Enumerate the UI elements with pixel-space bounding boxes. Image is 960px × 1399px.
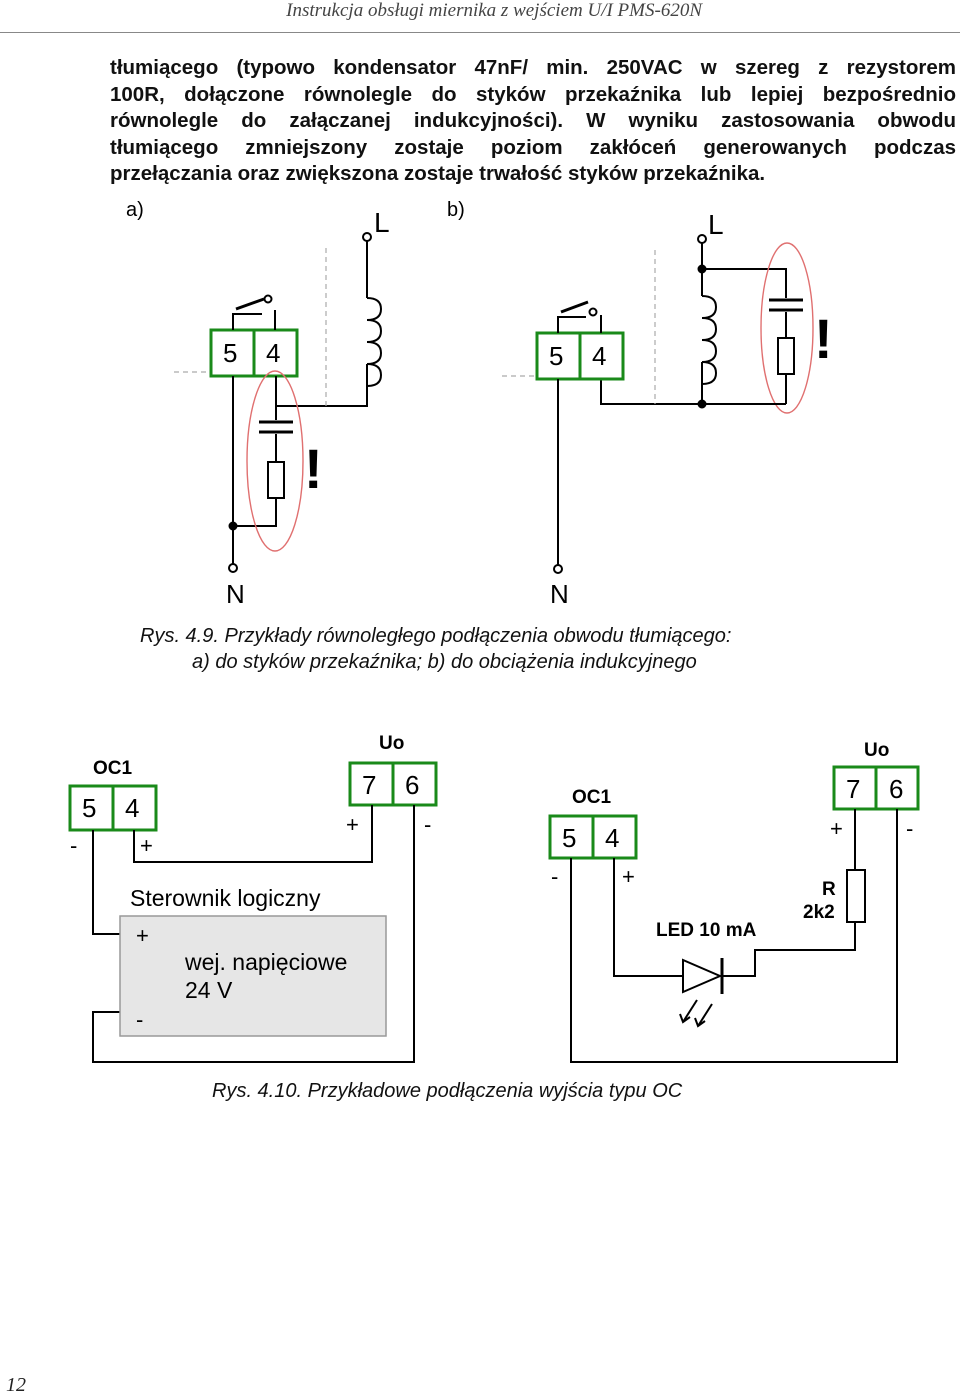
plc-plus: +	[136, 923, 149, 948]
plc-box	[119, 915, 387, 1037]
warning-icon: !	[304, 437, 323, 500]
label-a: a)	[126, 199, 144, 221]
paragraph-line: przełączania oraz zwiększona zostaje trw…	[110, 162, 766, 186]
terminal-7-left: 7	[362, 770, 376, 800]
wire	[722, 922, 856, 977]
header-rule	[0, 32, 960, 33]
terminal-4-left: 4	[125, 793, 139, 823]
wire	[557, 316, 586, 333]
terminal-5-right: 5	[562, 823, 576, 853]
wire	[613, 858, 683, 977]
label-N-b: N	[550, 579, 569, 609]
figure-4-9-caption-line1: Rys. 4.9. Przykłady równoległego podłącz…	[140, 625, 732, 647]
wire	[92, 830, 120, 935]
warning-icon: !	[814, 307, 833, 370]
label-N-a: N	[226, 579, 245, 609]
terminal-6-right: 6	[889, 774, 903, 804]
coil-inductor-a	[366, 297, 383, 387]
plc-title: Sterownik logiczny	[130, 885, 321, 911]
oc1-label-right: OC1	[572, 787, 612, 808]
wire	[233, 498, 277, 527]
terminal-4-b: 4	[592, 341, 606, 371]
plus-sign: +	[830, 816, 843, 841]
paragraph-line: tłumiącego zmniejszony zostaje poziom za…	[110, 135, 956, 159]
wire	[600, 378, 786, 405]
snubber-highlight-b	[760, 242, 814, 414]
wire	[92, 805, 415, 1063]
header-title: Instrukcja obsługi miernika z wejściem U…	[286, 0, 702, 21]
figure-4-9-caption-line2: a) do styków przekaźnika; b) do obciążen…	[192, 651, 697, 673]
label-L-a: L	[374, 207, 390, 238]
minus-sign: -	[70, 833, 77, 858]
led-light-arrow	[682, 999, 698, 1023]
plc-minus: -	[136, 1007, 143, 1032]
figure-4-10-caption: Rys. 4.10. Przykładowe podłączenia wyjśc…	[212, 1080, 683, 1102]
plus-sign: +	[346, 812, 359, 837]
led-diode-icon	[682, 958, 723, 994]
uo-label-right: Uo	[864, 740, 889, 761]
plc-input-line1: wej. napięciowe	[184, 949, 347, 975]
minus-sign: -	[424, 812, 431, 837]
wire	[702, 268, 787, 298]
terminal-7-right: 7	[846, 774, 860, 804]
terminal-4-a: 4	[266, 338, 280, 368]
label-L-b: L	[708, 209, 724, 240]
terminal-5-left: 5	[82, 793, 96, 823]
body-paragraph: tłumiącego (typowo kondensator 47nF/ min…	[110, 55, 956, 188]
plus-sign: +	[140, 833, 153, 858]
terminal-6-left: 6	[405, 770, 419, 800]
terminal-5-b: 5	[549, 341, 563, 371]
resistor-label: R	[822, 879, 836, 900]
label-b: b)	[447, 199, 465, 221]
resistor-value: 2k2	[803, 902, 835, 923]
paragraph-line: równolegle do załączanej indukcyjności).…	[110, 109, 956, 133]
relay-contact-b	[560, 300, 589, 314]
led-label: LED 10 mA	[656, 920, 757, 941]
relay-contact-a	[235, 297, 265, 311]
page-number: 12	[6, 1374, 26, 1396]
led-light-arrow	[697, 1003, 713, 1027]
arrowhead	[679, 1013, 691, 1024]
terminal-5-a: 5	[223, 338, 237, 368]
coil-inductor-b	[701, 295, 718, 385]
plc-input-line2: 24 V	[185, 977, 233, 1003]
paragraph-line: 100R, dołączone równolegle do styków prz…	[110, 82, 956, 106]
arrowhead	[694, 1017, 706, 1028]
terminal-N-b	[553, 564, 563, 574]
page-header: Instrukcja obsługi miernika z wejściem U…	[0, 0, 960, 34]
oc1-label-left: OC1	[93, 758, 133, 779]
terminal-4-right: 4	[605, 823, 619, 853]
contact-point	[588, 307, 598, 317]
wire	[133, 805, 373, 863]
snubber-highlight-a	[246, 370, 304, 552]
plus-sign: +	[622, 864, 635, 889]
uo-label-left: Uo	[379, 733, 404, 754]
paragraph-line: tłumiącego (typowo kondensator 47nF/ min…	[110, 56, 956, 79]
contact-point	[263, 294, 273, 304]
minus-sign: -	[906, 816, 913, 841]
wire	[232, 313, 262, 330]
terminal-N-a	[228, 563, 238, 573]
minus-sign: -	[551, 864, 558, 889]
wire	[570, 809, 898, 1063]
resistor-r	[846, 869, 866, 923]
